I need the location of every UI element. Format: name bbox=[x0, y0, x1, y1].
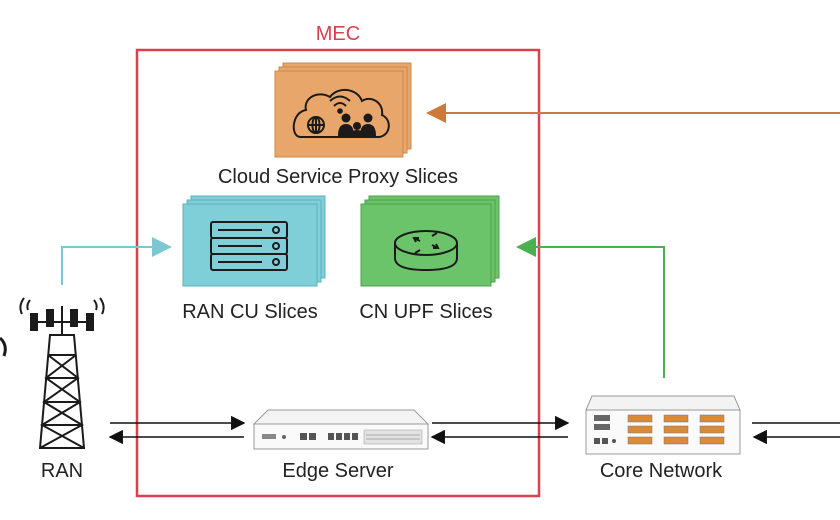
ran-cu-slices-label: RAN CU Slices bbox=[182, 301, 318, 323]
core-network-label: Core Network bbox=[600, 460, 723, 482]
ran-cu-slices bbox=[182, 195, 326, 287]
router-icon bbox=[394, 230, 458, 272]
ran-connector bbox=[61, 237, 172, 285]
cloud-service-proxy-slices bbox=[274, 62, 412, 158]
edge-server-label: Edge Server bbox=[282, 460, 394, 482]
cloud-users-icon bbox=[292, 89, 390, 138]
server-rack-icon bbox=[210, 221, 288, 271]
upf-connector bbox=[516, 237, 665, 378]
core-network-server-icon bbox=[585, 395, 741, 455]
ran-label: RAN bbox=[41, 460, 83, 482]
cell-tower-icon bbox=[0, 297, 105, 449]
mec-boundary bbox=[135, 48, 541, 498]
cn-upf-slices bbox=[360, 195, 500, 287]
edge-server-icon bbox=[252, 409, 430, 450]
data-flow-arrows bbox=[108, 415, 840, 445]
cn-upf-slices-label: CN UPF Slices bbox=[359, 301, 492, 323]
cloud-service-proxy-slices-label: Cloud Service Proxy Slices bbox=[218, 166, 458, 188]
users-group-icon bbox=[338, 113, 376, 138]
mec-label: MEC bbox=[316, 23, 360, 45]
